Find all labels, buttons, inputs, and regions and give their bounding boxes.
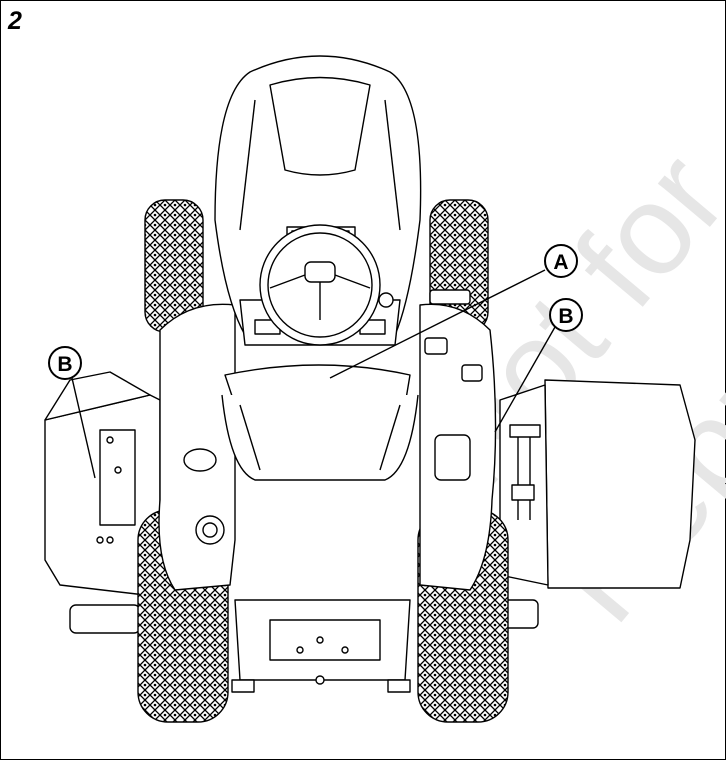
- left-fender: [158, 303, 236, 591]
- callout-a: A: [544, 244, 578, 278]
- callout-a-label: A: [553, 251, 568, 274]
- callout-b-right-label: B: [558, 305, 573, 328]
- steering-wheel: [259, 224, 381, 346]
- callout-b-right: B: [549, 298, 583, 332]
- callout-b-left-label: B: [57, 353, 72, 376]
- figure-number: 2: [8, 7, 22, 35]
- leader-line-b-left: [71, 377, 96, 479]
- leader-line-b-right: [494, 326, 556, 433]
- leader-line-a: [329, 269, 546, 379]
- seat: [221, 364, 419, 481]
- right-attachment: [497, 379, 696, 629]
- left-deck: [44, 371, 161, 634]
- rear-hitch: [231, 599, 411, 693]
- callout-b-left: B: [48, 346, 82, 380]
- cup-holder-icon: [183, 448, 217, 472]
